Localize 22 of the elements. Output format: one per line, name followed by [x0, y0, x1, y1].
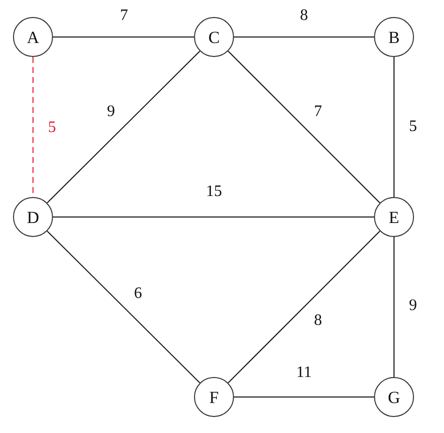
node-label: A	[26, 28, 40, 46]
node-label: C	[208, 28, 220, 46]
node-circle	[194, 377, 234, 417]
edge-line	[234, 396, 374, 398]
node-label: B	[388, 28, 400, 46]
node-label: E	[388, 208, 400, 226]
edge-line	[46, 50, 200, 204]
edge-line	[228, 230, 380, 384]
edge-line	[52, 36, 194, 38]
node-circle	[13, 17, 53, 57]
node-label: G	[388, 388, 400, 406]
edge-line	[46, 230, 200, 384]
node-circle	[374, 377, 414, 417]
node-label: F	[209, 388, 219, 406]
edge-line	[52, 216, 374, 218]
node-circle	[374, 197, 414, 237]
node-circle	[13, 197, 53, 237]
edge-line	[234, 36, 374, 38]
node-circle	[374, 17, 414, 57]
node-circle	[194, 17, 234, 57]
edge-line	[228, 50, 380, 204]
node-label: D	[26, 208, 40, 226]
